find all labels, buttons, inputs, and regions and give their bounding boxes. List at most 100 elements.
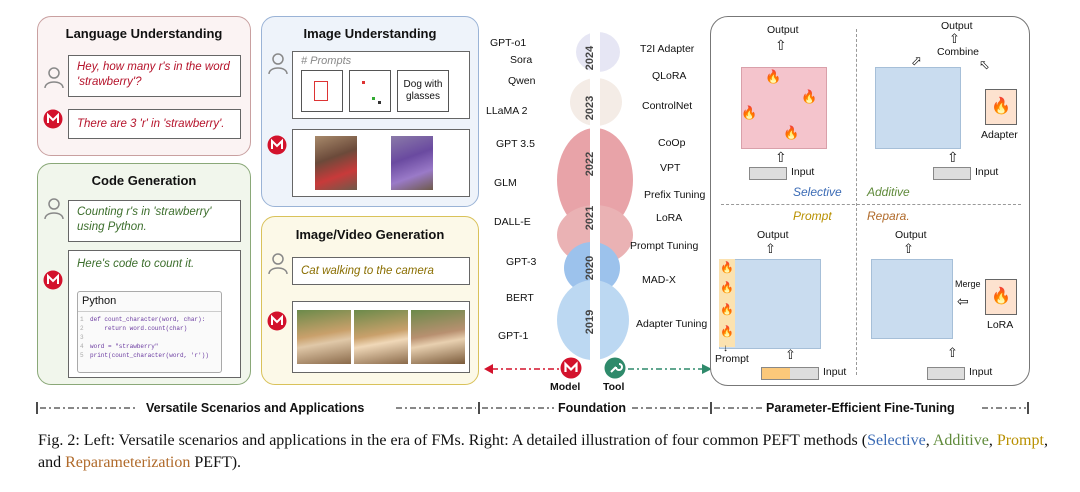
model-label: Sora bbox=[510, 54, 533, 66]
caption-reparam: Reparameterization bbox=[65, 454, 191, 471]
result-image-1 bbox=[315, 136, 357, 190]
model-logo-icon bbox=[267, 135, 287, 155]
horizontal-divider bbox=[721, 204, 1021, 205]
tool-label: VPT bbox=[660, 162, 681, 174]
year-label: 2019 bbox=[584, 309, 596, 335]
code-line: word = "strawberry" bbox=[90, 343, 159, 350]
up-arrow-icon: ⇧ bbox=[775, 37, 787, 53]
prompt-box-points bbox=[349, 70, 391, 112]
model-label: BERT bbox=[506, 292, 534, 304]
diagonal-arrow-icon: ⬀ bbox=[979, 57, 990, 72]
prompt-input-block bbox=[761, 367, 819, 380]
repara-input-label: Input bbox=[969, 366, 993, 378]
video-frames-bubble bbox=[292, 301, 470, 373]
caption-sep: , bbox=[988, 432, 997, 449]
text-prompt: Dog with glasses bbox=[403, 79, 443, 102]
tool-label: Prefix Tuning bbox=[644, 189, 706, 201]
video-frame-1 bbox=[297, 310, 351, 364]
flame-icon: 🔥 bbox=[720, 262, 734, 274]
model-logo-icon bbox=[43, 270, 63, 290]
additive-category: Additive bbox=[867, 185, 910, 199]
year-label: 2024 bbox=[584, 45, 596, 71]
prompt-box-text: Dog with glasses bbox=[397, 70, 449, 112]
caption-prompt: Prompt bbox=[996, 432, 1044, 449]
panel-title: Language Understanding bbox=[65, 26, 223, 41]
model-label: Qwen bbox=[508, 75, 536, 87]
year-label: 2020 bbox=[584, 255, 596, 281]
line-number: 5 bbox=[80, 352, 84, 359]
panel-title: Image/Video Generation bbox=[295, 227, 445, 242]
adapter-box: 🔥 bbox=[985, 89, 1017, 125]
user-icon bbox=[268, 253, 288, 275]
tool-label: ControlNet bbox=[642, 100, 693, 112]
section-label-left: Versatile Scenarios and Applications bbox=[146, 401, 365, 415]
timeline-bubbles bbox=[557, 20, 633, 365]
image-understanding-panel: Image Understanding # Prompts Dog with g… bbox=[261, 16, 479, 207]
flame-icon: 🔥 bbox=[741, 105, 758, 120]
left-arrow-icon: ⇦ bbox=[957, 293, 969, 309]
model-label: LLaMA 2 bbox=[486, 105, 528, 117]
model-logo-icon bbox=[43, 109, 63, 129]
caption-prefix: Fig. 2: Left: Versatile scenarios and ap… bbox=[38, 432, 868, 449]
caption-suffix: PEFT). bbox=[190, 454, 242, 471]
additive-combine-label: Combine bbox=[937, 46, 980, 58]
additive-input-block bbox=[933, 167, 971, 180]
model-message-text: Here's code to count it. bbox=[77, 258, 195, 270]
tool-label: T2I Adapter bbox=[640, 43, 695, 55]
flame-icon: 🔥 bbox=[801, 89, 818, 104]
adapter-label: Adapter bbox=[981, 129, 1018, 141]
vertical-divider bbox=[856, 29, 857, 375]
flame-icon: 🔥 bbox=[720, 304, 734, 316]
video-frame-2 bbox=[354, 310, 408, 364]
selective-category: Selective bbox=[793, 185, 842, 199]
section-label-right: Parameter-Efficient Fine-Tuning bbox=[766, 401, 955, 415]
merge-label: Merge bbox=[955, 279, 981, 289]
year-label: 2023 bbox=[584, 95, 596, 121]
tool-arrow bbox=[628, 364, 712, 374]
repara-matrix bbox=[871, 259, 953, 339]
prompt-label: Prompt bbox=[715, 353, 749, 365]
caption-selective: Selective bbox=[867, 432, 926, 449]
tool-label: Adapter Tuning bbox=[636, 318, 708, 330]
result-image-2 bbox=[391, 136, 433, 190]
down-arrow-icon: ↓ bbox=[723, 343, 728, 354]
selective-input-label: Input bbox=[791, 166, 815, 178]
model-label: GPT-1 bbox=[498, 330, 529, 342]
lora-label: LoRA bbox=[987, 319, 1014, 331]
model-arrow bbox=[484, 364, 562, 374]
user-icon bbox=[44, 198, 64, 220]
selective-matrix bbox=[741, 67, 827, 149]
figure-caption: Fig. 2: Left: Versatile scenarios and ap… bbox=[38, 430, 1048, 474]
user-message: Hey, how many r's in the word 'strawberr… bbox=[68, 55, 241, 97]
up-arrow-icon: ⇧ bbox=[949, 31, 960, 46]
diagonal-arrow-icon: ⬀ bbox=[911, 53, 922, 68]
selective-output-label: Output bbox=[767, 24, 799, 36]
model-logo-icon bbox=[267, 311, 287, 331]
code-language: Python bbox=[78, 292, 221, 312]
panel-title: Code Generation bbox=[91, 173, 197, 188]
year-label: 2022 bbox=[584, 151, 596, 177]
flame-icon: 🔥 bbox=[720, 326, 734, 338]
user-icon bbox=[268, 53, 288, 75]
user-message: Cat walking to the camera bbox=[292, 257, 470, 285]
line-number: 1 bbox=[80, 316, 84, 323]
line-number: 3 bbox=[80, 334, 84, 341]
peft-panel: Output ⇧ 🔥 🔥 🔥 🔥 ⇧ Input Selective Outpu… bbox=[710, 16, 1030, 386]
flame-icon: 🔥 bbox=[720, 282, 734, 294]
repara-output-label: Output bbox=[895, 229, 927, 241]
model-label: GPT-o1 bbox=[490, 37, 527, 49]
caption-sep: , and bbox=[38, 432, 1048, 471]
additive-output-label: Output bbox=[941, 20, 973, 32]
code-line: return word.count(char) bbox=[90, 325, 188, 332]
prompt-label: # Prompts bbox=[301, 55, 352, 67]
up-arrow-icon: ⇧ bbox=[947, 149, 959, 165]
line-number: 4 bbox=[80, 343, 84, 350]
code-generation-panel: Code Generation Counting r's in 'strawbe… bbox=[37, 163, 251, 385]
tool-label: LoRA bbox=[656, 212, 683, 224]
model-message: There are 3 'r' in 'strawberry'. bbox=[68, 109, 241, 139]
model-logo-icon bbox=[560, 357, 582, 379]
flame-icon: 🔥 bbox=[765, 69, 782, 84]
user-icon bbox=[44, 67, 64, 89]
